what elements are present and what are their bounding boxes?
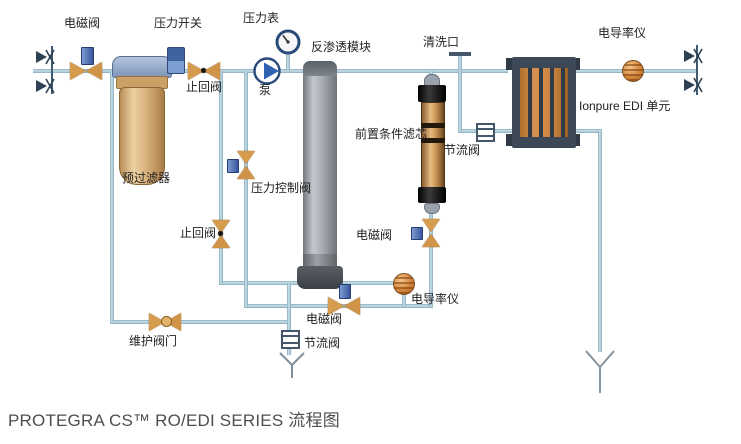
label-throttle-valve-top: 节流阀 — [444, 143, 481, 157]
label-pressure-control-valve: 压力控制阀 — [251, 181, 312, 195]
pipe-product-top — [337, 69, 508, 73]
throttle-valve-top-icon — [476, 123, 495, 142]
ro-module-top-cap — [303, 61, 337, 76]
inlet-flow-arrow-bottom — [36, 78, 55, 94]
pipe-edi-drain — [598, 131, 602, 352]
label-inlet-solenoid: 电磁阀 — [64, 16, 101, 30]
diagram-caption: PROTEGRA CS™ RO/EDI SERIES 流程图 — [8, 411, 340, 430]
check-valve-mid-icon — [212, 220, 230, 248]
ro-module-bottom-cap — [297, 266, 343, 289]
edi-plate-3 — [550, 68, 554, 137]
cartridge-band-1 — [421, 123, 445, 128]
pipe-pcv-branch — [244, 71, 248, 306]
label-conductivity-meter-bottom: 电导率仪 — [411, 292, 460, 306]
pipe-prefilter-branch — [110, 71, 114, 322]
label-conductivity-meter-top: 电导率仪 — [598, 26, 647, 40]
pipe-cleanport-vertical — [458, 56, 462, 131]
maintenance-valve-wheel — [161, 316, 172, 327]
edi-tab-top-left — [506, 58, 514, 70]
pipe-checkvalve-branch — [219, 71, 223, 283]
label-maintenance-valve: 维护阀门 — [129, 334, 178, 348]
pipe-drain-vertical — [287, 283, 291, 355]
pipe-maintenance — [110, 320, 291, 324]
edi-plate-1 — [528, 68, 532, 137]
prefilter-cap — [112, 56, 172, 78]
label-pressure-gauge: 压力表 — [243, 11, 280, 25]
inlet-flow-arrow-top — [36, 49, 55, 65]
label-solenoid-cartridge: 电磁阀 — [356, 228, 393, 242]
label-pressure-switch: 压力开关 — [154, 16, 203, 30]
label-solenoid-drain: 电磁阀 — [306, 312, 343, 326]
cartridge-body — [421, 102, 445, 189]
edi-tab-bottom-left — [506, 134, 514, 146]
edi-plate-2 — [539, 68, 543, 137]
label-throttle-valve-drain: 节流阀 — [304, 336, 341, 350]
prefilter-body — [119, 87, 165, 185]
label-precondition-cartridge: 前置条件滤芯 — [355, 127, 428, 141]
outlet-boundary-bar — [696, 45, 698, 95]
edi-tab-bottom-right — [572, 134, 580, 146]
inlet-solenoid-valve-icon — [70, 62, 102, 80]
ro-module-neck — [303, 254, 337, 268]
pump-icon — [253, 57, 281, 85]
conductivity-meter-bottom-icon — [393, 273, 415, 295]
inlet-boundary-bar — [51, 46, 53, 94]
pipe-edi-reject — [573, 129, 602, 133]
ro-module-body — [303, 75, 337, 256]
label-check-valve-top: 止回阀 — [186, 80, 223, 94]
drain-arrow-small — [279, 352, 305, 378]
drain-solenoid-valve-icon — [328, 297, 360, 315]
cartridge-solenoid-actuator — [411, 227, 423, 240]
outlet-flow-arrow-top — [684, 48, 703, 64]
pipe-cartridge-down — [429, 208, 433, 306]
pressure-gauge-icon — [275, 29, 301, 55]
label-cleaning-port: 清洗口 — [423, 35, 460, 49]
check-valve-top-icon — [188, 62, 220, 80]
label-ro-module: 反渗透模块 — [311, 40, 372, 54]
drain-arrow-large — [585, 350, 615, 393]
cartridge-bottom-dome — [424, 203, 440, 214]
edi-tab-top-right — [572, 58, 580, 70]
edi-plate-4 — [561, 68, 565, 137]
pressure-control-valve-icon — [237, 151, 255, 179]
cartridge-bottom-cap — [418, 187, 446, 203]
label-prefilter: 预过滤器 — [122, 171, 171, 185]
conductivity-meter-top-icon — [622, 60, 644, 82]
label-edi-unit: Ionpure EDI 单元 — [579, 99, 671, 113]
throttle-valve-drain-icon — [281, 330, 300, 349]
cartridge-band-2 — [421, 138, 445, 143]
pipe-meter-stub — [402, 290, 406, 306]
label-check-valve-mid: 止回阀 — [180, 226, 217, 240]
cartridge-solenoid-valve-icon — [422, 219, 440, 247]
label-pump: 泵 — [259, 83, 272, 97]
cartridge-top-cap — [418, 85, 446, 102]
cleaning-port-icon — [449, 52, 471, 56]
pipe-gauge-stem — [286, 53, 290, 71]
pressure-switch-icon — [167, 47, 185, 74]
outlet-flow-arrow-bottom — [684, 77, 703, 93]
